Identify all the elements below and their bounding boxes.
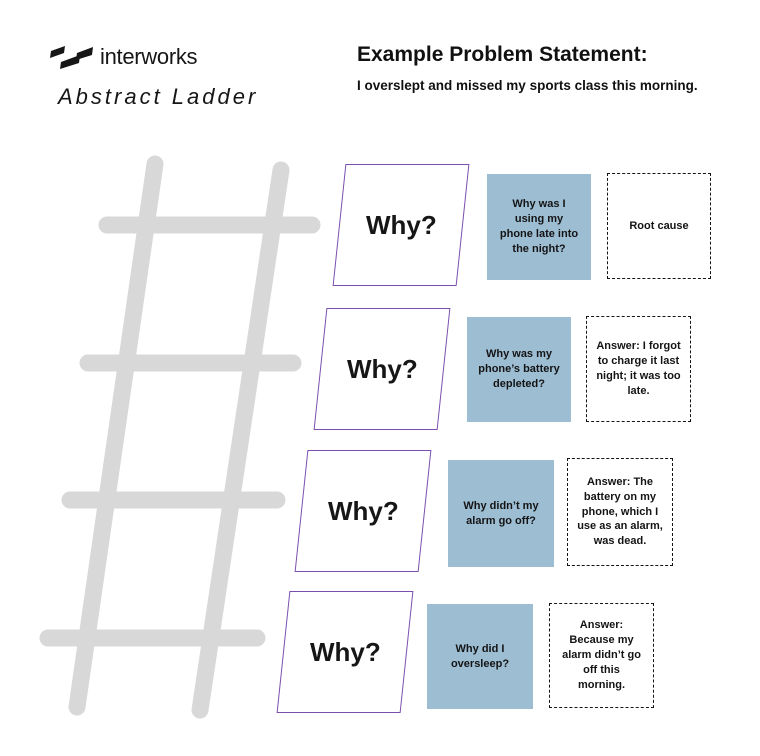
question-text: Why was I using my phone late into the n… [499, 198, 579, 255]
problem-statement-text: I overslept and missed my sports class t… [357, 78, 698, 93]
answer-text: Root cause [629, 219, 689, 232]
question-text: Why did I oversleep? [450, 642, 510, 670]
interworks-logo-icon [50, 46, 93, 69]
why-label: Why? [327, 495, 399, 526]
question-card[interactable]: Why didn’t my alarm go off? [448, 460, 554, 567]
why-shape[interactable]: Why? [332, 164, 470, 286]
question-text: Why was my phone’s battery depleted? [478, 348, 560, 390]
answer-card[interactable]: Root cause [607, 173, 711, 279]
why-shape[interactable]: Why? [294, 450, 432, 572]
why-shape[interactable]: Why? [313, 308, 451, 430]
why-label: Why? [309, 636, 381, 667]
example-problem-statement-title: Example Problem Statement: [357, 43, 648, 66]
answer-text: Answer: Because my alarm didn’t go off t… [562, 619, 641, 691]
answer-text: Answer: I forgot to charge it last night… [596, 340, 681, 397]
board-title: Abstract Ladder [58, 84, 259, 109]
question-card[interactable]: Why was I using my phone late into the n… [487, 174, 591, 280]
why-label: Why? [346, 353, 418, 384]
question-text: Why didn’t my alarm go off? [463, 499, 539, 527]
answer-card[interactable]: Answer: The battery on my phone, which I… [567, 458, 673, 566]
answer-card[interactable]: Answer: Because my alarm didn’t go off t… [549, 603, 654, 708]
why-shape[interactable]: Why? [276, 591, 414, 713]
question-card[interactable]: Why did I oversleep? [427, 604, 533, 709]
why-label: Why? [365, 209, 437, 240]
question-card[interactable]: Why was my phone’s battery depleted? [467, 317, 571, 422]
logo-brand-text: interworks [100, 44, 198, 69]
answer-card[interactable]: Answer: I forgot to charge it last night… [586, 316, 691, 422]
answer-text: Answer: The battery on my phone, which I… [577, 475, 663, 548]
